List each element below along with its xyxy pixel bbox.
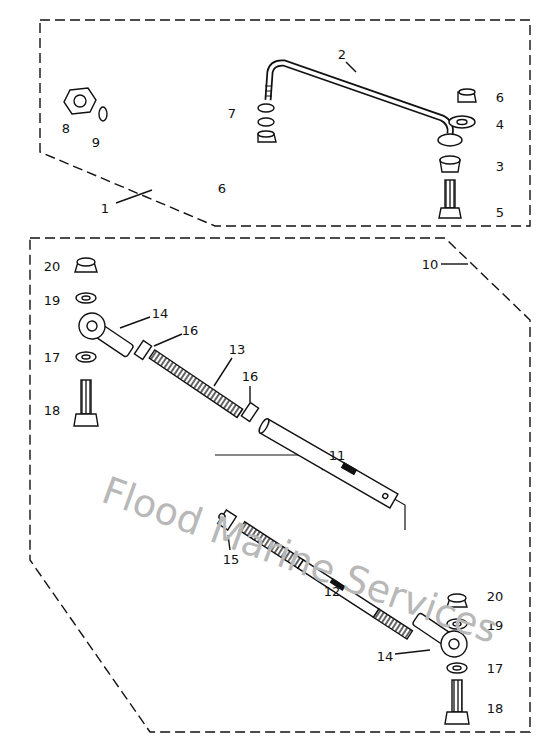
callout-number: 17 [44, 351, 61, 364]
callout-number: 4 [496, 118, 504, 131]
bolt [439, 180, 461, 218]
callout-number: 18 [487, 702, 504, 715]
callout-number: 18 [44, 404, 61, 417]
leader-line [120, 317, 150, 328]
leader-line [214, 358, 232, 386]
illustration-stroke [258, 131, 274, 137]
illustration-stroke [382, 493, 389, 500]
callout-number: 2 [338, 48, 346, 61]
rod-end [74, 308, 137, 363]
illustration-stroke [452, 680, 462, 712]
kit-outline [30, 238, 530, 732]
illustration-stroke [445, 712, 469, 724]
callout-number: 8 [62, 122, 70, 135]
callout-number: 3 [496, 160, 504, 173]
illustration-stroke [268, 63, 450, 134]
illustration-stroke [74, 95, 86, 107]
illustration-stroke [82, 355, 90, 359]
illustration-stroke [134, 341, 151, 360]
washer [76, 293, 96, 303]
illustration-stroke [76, 293, 96, 303]
illustration-stroke [30, 20, 530, 732]
illustration-stroke [77, 258, 95, 266]
callout-number: 13 [229, 343, 246, 356]
illustration-stroke [265, 86, 272, 96]
callout-number: 16 [242, 370, 259, 383]
leader-line [395, 650, 430, 654]
collar [440, 156, 460, 172]
washer [449, 116, 475, 128]
lock-nut [64, 88, 96, 114]
illustration-stroke [64, 88, 96, 114]
leader-line [116, 190, 152, 203]
nut [458, 89, 476, 102]
illustration-stroke [74, 414, 98, 426]
rod-eye [438, 134, 462, 146]
illustration-stroke [81, 380, 91, 414]
threaded-rod [149, 350, 242, 418]
callout-number: 19 [44, 294, 61, 307]
leader-line [441, 263, 468, 264]
callout-number: 17 [487, 662, 504, 675]
nut [75, 258, 97, 272]
illustration-stroke [459, 89, 475, 95]
bolt [445, 680, 469, 724]
nut [258, 131, 276, 142]
illustration-stroke [447, 637, 461, 651]
o-ring [99, 107, 107, 121]
bolt [74, 380, 98, 426]
callout-number: 11 [329, 449, 346, 462]
washer [447, 663, 467, 673]
illustration-stroke [268, 63, 450, 134]
washer [258, 118, 274, 126]
callout-number: 20 [487, 590, 504, 603]
illustration-stroke [64, 63, 476, 724]
illustration-stroke [76, 352, 96, 362]
illustration-stroke [445, 180, 455, 208]
illustration-stroke [440, 156, 460, 164]
callout-number: 7 [228, 107, 236, 120]
callout-number: 1 [101, 202, 109, 215]
illustration-stroke [439, 208, 461, 218]
link-rod [265, 63, 450, 134]
illustration-stroke [85, 319, 99, 333]
leader-line [346, 62, 356, 72]
illustration-stroke [342, 463, 357, 474]
callout-number: 9 [92, 136, 100, 149]
callout-number: 14 [377, 650, 394, 663]
callout-number: 20 [44, 260, 61, 273]
callout-number: 14 [152, 307, 169, 320]
watermark: Flood Marine Services [98, 471, 503, 649]
illustration-stroke [82, 296, 90, 300]
washer [76, 352, 96, 362]
leader-line [154, 334, 182, 346]
illustration-stroke [457, 120, 467, 125]
callout-number: 10 [422, 258, 439, 271]
illustration-stroke [447, 663, 467, 673]
callout-number: 16 [182, 324, 199, 337]
tube [257, 418, 398, 508]
illustration-stroke [241, 403, 258, 422]
illustration-stroke [74, 308, 110, 344]
illustration-stroke [257, 418, 270, 435]
callout-number: 5 [496, 206, 504, 219]
leader-line [249, 386, 250, 402]
callout-number: 6 [218, 182, 226, 195]
jam-nut [134, 341, 151, 360]
callout-number: 6 [496, 91, 504, 104]
illustration-stroke [260, 419, 398, 508]
illustration-stroke [453, 666, 461, 670]
illustration-stroke [149, 350, 242, 418]
jam-nut [241, 403, 258, 422]
washer [258, 104, 274, 112]
kit-outline [40, 20, 530, 226]
illustration-stroke [449, 116, 475, 128]
